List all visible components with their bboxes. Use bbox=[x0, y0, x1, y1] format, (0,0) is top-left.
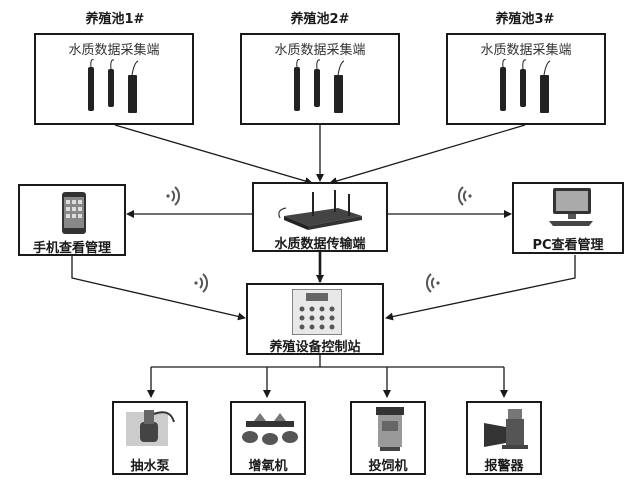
desktop-computer-icon bbox=[549, 188, 593, 226]
arrow-pond3-to-transmitter bbox=[329, 124, 526, 185]
mobile-box: 手机查看管理 bbox=[18, 184, 126, 256]
pc-box: PC查看管理 bbox=[512, 182, 624, 254]
pond3-collector-box: 水质数据采集端 bbox=[446, 33, 606, 125]
sensor-probes-icon bbox=[88, 59, 139, 113]
arrow-mobile-to-control bbox=[71, 256, 246, 321]
control-station-box: 养殖设备控制站 bbox=[246, 283, 384, 355]
feeder-icon bbox=[376, 407, 404, 451]
pump-label: 抽水泵 bbox=[130, 459, 170, 474]
aerator-label: 增氧机 bbox=[248, 459, 288, 474]
control-cabinet-icon bbox=[292, 289, 342, 335]
alarm-icon bbox=[484, 409, 528, 449]
smartphone-icon bbox=[62, 192, 86, 234]
transmission-label: 水质数据传输端 bbox=[274, 237, 366, 252]
collector-label: 水质数据采集端 bbox=[68, 43, 160, 58]
collector-label: 水质数据采集端 bbox=[480, 43, 572, 58]
bus-line bbox=[151, 354, 504, 368]
aerator-box: 增氧机 bbox=[230, 401, 306, 475]
pc-label: PC查看管理 bbox=[532, 238, 604, 253]
feeder-box: 投饲机 bbox=[350, 401, 426, 475]
sensor-probes-icon bbox=[294, 59, 345, 113]
pump-box: 抽水泵 bbox=[112, 401, 188, 475]
wifi-icon bbox=[166, 186, 181, 206]
arrow-pc-to-control bbox=[385, 255, 576, 321]
wifi-icon bbox=[457, 186, 472, 206]
wifi-icon bbox=[194, 273, 209, 293]
collector-label: 水质数据采集端 bbox=[274, 43, 366, 58]
sensor-probes-icon bbox=[500, 59, 551, 113]
arrow-pond1-to-transmitter bbox=[114, 124, 313, 185]
feeder-label: 投饲机 bbox=[368, 459, 408, 474]
pump-icon bbox=[126, 410, 175, 446]
mobile-label: 手机查看管理 bbox=[32, 241, 111, 256]
pond1-title: 养殖池1# bbox=[85, 12, 145, 27]
alarm-label: 报警器 bbox=[484, 459, 524, 474]
wifi-icon bbox=[425, 273, 440, 293]
pond2-collector-box: 水质数据采集端 bbox=[240, 33, 400, 125]
aerator-icon bbox=[242, 413, 298, 445]
control-station-label: 养殖设备控制站 bbox=[269, 340, 361, 355]
transmission-box: 水质数据传输端 bbox=[252, 182, 388, 252]
pond1-collector-box: 水质数据采集端 bbox=[34, 33, 194, 125]
pond3-title: 养殖池3# bbox=[495, 12, 555, 27]
router-icon bbox=[278, 190, 362, 230]
pond2-title: 养殖池2# bbox=[290, 12, 350, 27]
alarm-box: 报警器 bbox=[466, 401, 542, 475]
